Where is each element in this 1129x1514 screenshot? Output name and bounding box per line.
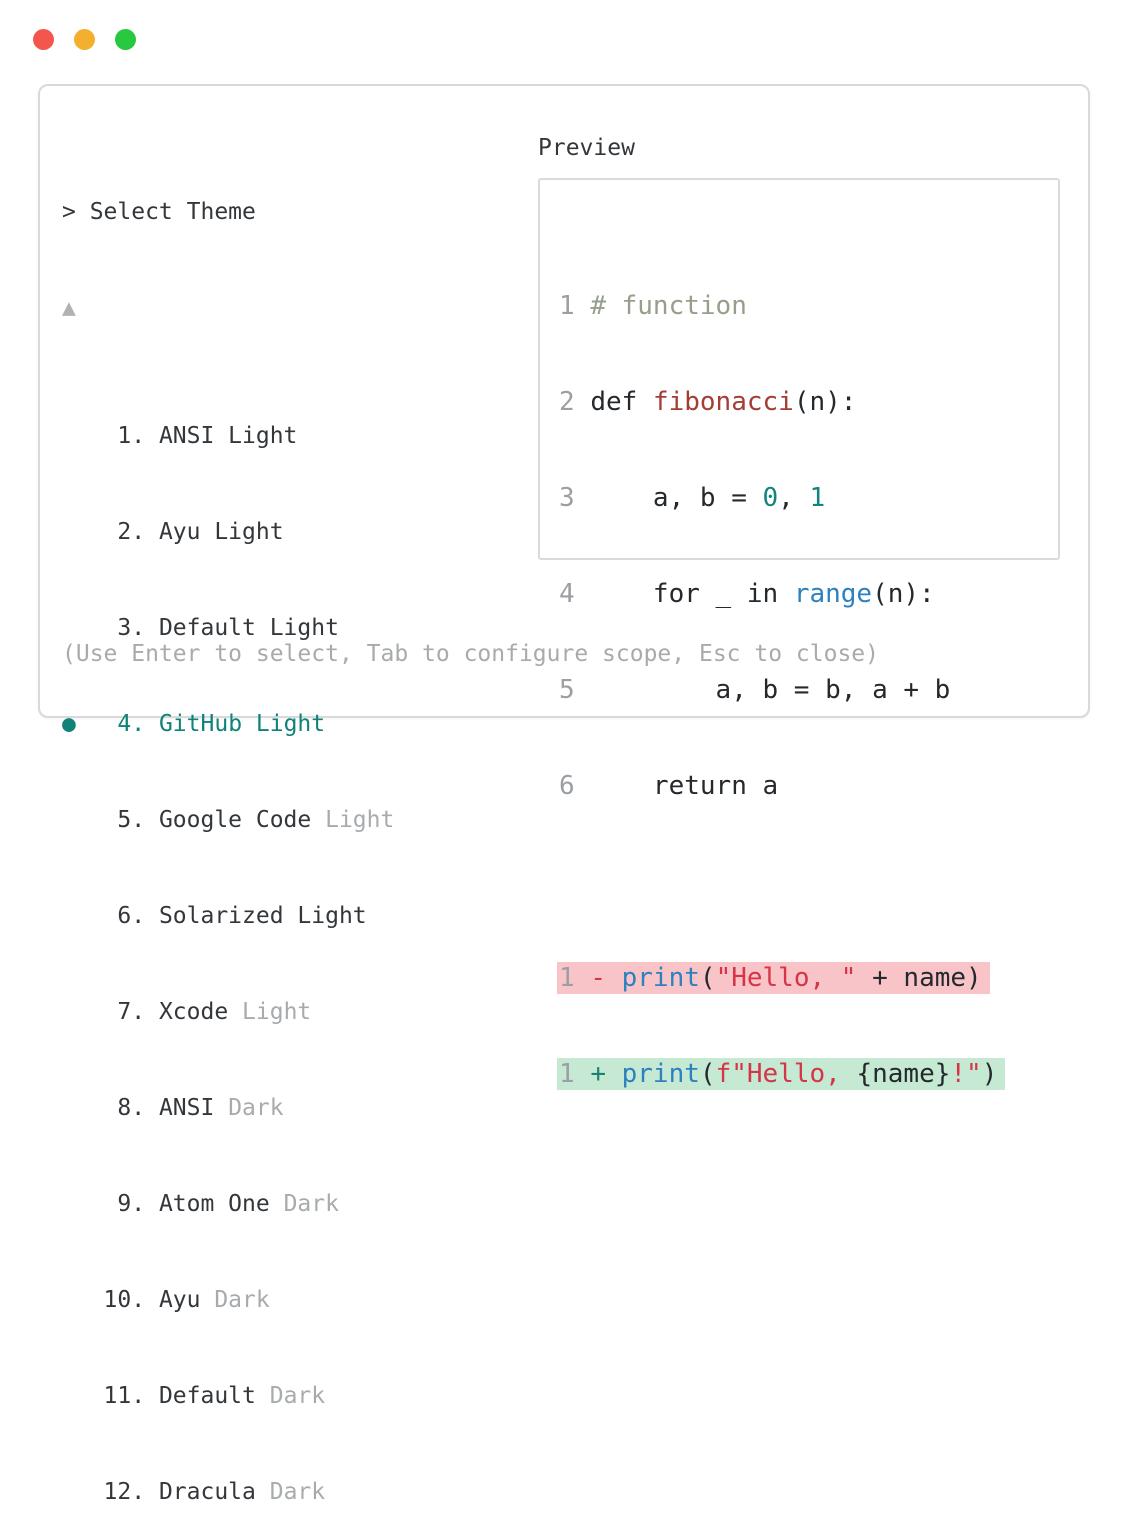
theme-item-ansi-light[interactable]: 1. ANSI Light [62,420,394,452]
theme-item-number: 9. [62,1191,159,1217]
code-blank-line [559,866,1005,898]
code-token: 0 [762,483,779,513]
window-controls [33,29,136,50]
selected-bullet-icon: ● [62,711,76,737]
code-token: {name} [856,1059,951,1089]
theme-item-label: GitHub Light [158,711,326,737]
code-token: 3 [559,483,591,513]
theme-item-number: 3. [62,615,159,641]
code-token: 1 [809,483,826,513]
theme-item-number: 1. [62,423,159,449]
theme-item-dracula-dark[interactable]: 12. Dracula Dark [62,1476,394,1508]
theme-picker-dialog: > Select Theme ▲ 1. ANSI Light 2. Ayu Li… [38,84,1090,1505]
theme-item-number: 10. [62,1287,159,1313]
code-token: "Hello, " [715,963,857,993]
theme-item-ansi-dark[interactable]: 8. ANSI Dark [62,1092,394,1124]
theme-item-number: 4. [75,711,159,737]
theme-item-default-light[interactable]: 3. Default Light [62,612,394,644]
code-token: (n): [872,579,935,609]
code-line: 3 a, b = 0, 1 [559,482,1005,514]
theme-item-label: Default [158,1383,270,1409]
preview-pane: 1 # function 2 def fibonacci(n): 3 a, b … [538,178,1060,1090]
theme-item-google-code-light[interactable]: 5. Google Code Light [62,804,394,836]
code-token: f"Hello, [715,1059,857,1089]
theme-item-atom-one-dark[interactable]: 9. Atom One Dark [62,1188,394,1220]
theme-item-label: Google Code [158,807,326,833]
code-token: print [621,963,700,993]
theme-item-number: 6. [62,903,159,929]
code-token: (n): [793,387,857,417]
diff-removed-line: 1 - print("Hello, " + name) [557,962,1005,994]
code-token: print [621,1059,700,1089]
theme-item-label: ANSI Light [158,423,298,449]
code-token: fibonacci [652,387,794,417]
code-token: !" [950,1059,982,1089]
code-token: 1 [559,1059,591,1089]
code-token: def [590,387,653,417]
theme-item-ayu-light[interactable]: 2. Ayu Light [62,516,394,548]
theme-item-variant: Light [242,999,312,1025]
theme-item-label: Ayu [158,1287,215,1313]
theme-item-number: 7. [62,999,159,1025]
theme-item-variant: Light [325,807,395,833]
code-token: return a [590,771,779,801]
code-line: 1 # function [559,290,1005,322]
theme-item-number: 5. [62,807,159,833]
code-token: 2 [559,387,591,417]
close-button[interactable] [33,29,54,50]
theme-item-variant: Dark [283,1191,339,1217]
maximize-button[interactable] [115,29,136,50]
theme-item-number: 2. [62,519,159,545]
theme-item-xcode-light[interactable]: 7. Xcode Light [62,996,394,1028]
theme-item-label: Atom One [158,1191,284,1217]
code-token: 4 [559,579,591,609]
theme-item-label: Solarized Light [158,903,367,929]
code-token: range [793,579,873,609]
code-token: ( [699,963,716,993]
code-token: 6 [559,771,591,801]
code-token: 5 [559,675,591,705]
theme-item-variant: Dark [269,1383,326,1409]
code-token: ( [699,1059,716,1089]
code-preview: 1 # function 2 def fibonacci(n): 3 a, b … [557,226,1006,1154]
keyboard-hint: (Use Enter to select, Tab to configure s… [62,641,879,667]
code-line: 2 def fibonacci(n): [559,386,1005,418]
code-token: - [590,963,622,993]
code-token: 1 [559,963,591,993]
theme-item-number: 11. [62,1383,159,1409]
theme-item-number: 8. [62,1095,159,1121]
preview-title: Preview [538,135,635,161]
code-line: 6 return a [559,770,1005,802]
theme-item-label: Ayu Light [158,519,284,545]
theme-item-solarized-light[interactable]: 6. Solarized Light [62,900,394,932]
prompt-label: > Select Theme [62,199,256,225]
code-line: 4 for _ in range(n): [559,578,1005,610]
code-token: a, b = [590,483,763,513]
code-token: , [778,483,810,513]
theme-item-github-light[interactable]: ● 4. GitHub Light [62,708,394,740]
theme-item-number: 12. [62,1479,159,1505]
code-token: ) [981,1059,998,1089]
code-line: 5 a, b = b, a + b [559,674,1005,706]
scroll-up-icon[interactable]: ▲ [62,295,76,321]
diff-added-line: 1 + print(f"Hello, {name}!") [557,1058,1006,1090]
theme-item-variant: Dark [228,1095,284,1121]
code-token: + name) [856,963,982,993]
minimize-button[interactable] [74,29,95,50]
theme-item-label: Dracula [158,1479,270,1505]
theme-item-variant: Dark [214,1287,270,1313]
theme-item-label: Default Light [158,615,339,641]
code-token: # function [590,291,747,321]
theme-item-default-dark[interactable]: 11. Default Dark [62,1380,394,1412]
code-token: a, b = b, a + b [590,675,951,705]
code-token: + [590,1059,622,1089]
theme-item-label: ANSI [158,1095,229,1121]
theme-item-label: Xcode [158,999,243,1025]
theme-item-ayu-dark[interactable]: 10. Ayu Dark [62,1284,394,1316]
code-token: for _ in [590,579,794,609]
code-token: 1 [559,291,591,321]
theme-item-variant: Dark [269,1479,326,1505]
theme-list-column: > Select Theme ▲ 1. ANSI Light 2. Ayu Li… [62,132,394,1514]
